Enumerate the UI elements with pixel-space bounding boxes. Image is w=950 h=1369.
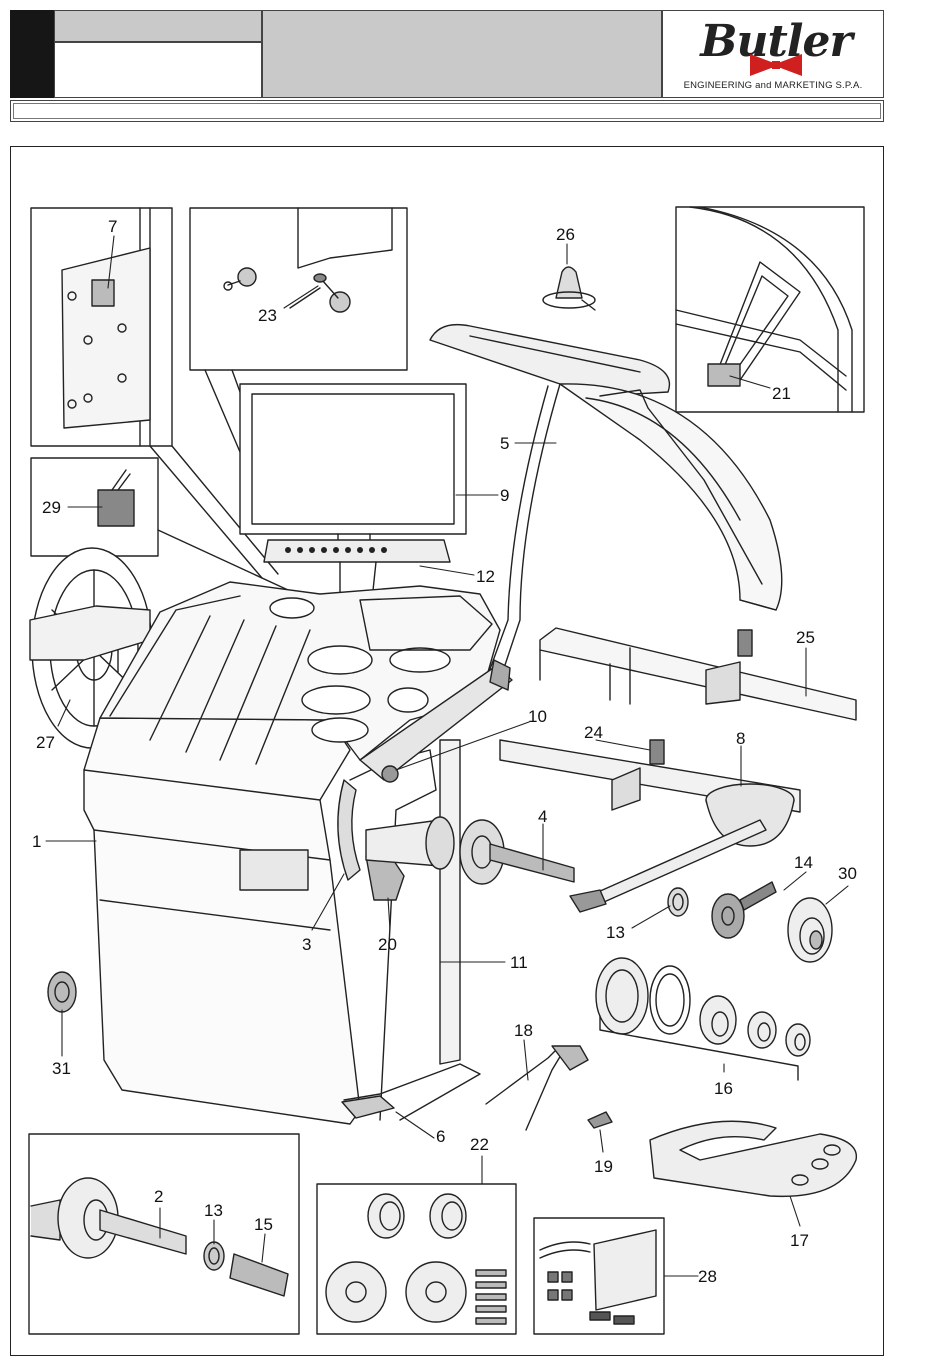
part-19: [588, 1112, 612, 1128]
part-11-column: [344, 740, 480, 1120]
callout-12: 12: [476, 567, 495, 586]
part-13-ring: [668, 888, 688, 916]
callout-18: 18: [514, 1021, 533, 1040]
part-16-cones: [596, 958, 810, 1080]
callout-27: 27: [36, 733, 55, 752]
callout-5: 5: [500, 434, 509, 453]
callout-3: 3: [302, 935, 311, 954]
part-14-quick-nut: [712, 882, 776, 938]
part-17-plate: [650, 1121, 856, 1196]
callout-17: 17: [790, 1231, 809, 1250]
callout-19: 19: [594, 1157, 613, 1176]
part-26: [543, 267, 595, 310]
callout-1: 1: [32, 832, 41, 851]
inset-connector: [190, 208, 407, 370]
callout-13a: 13: [606, 923, 625, 942]
callout-21: 21: [772, 384, 791, 403]
callout-31: 31: [52, 1059, 71, 1078]
callout-10: 10: [528, 707, 547, 726]
inset-shaft-detail: [29, 1134, 299, 1334]
callout-20: 20: [378, 935, 397, 954]
callout-23: 23: [258, 306, 277, 325]
part-18-pliers: [486, 1046, 588, 1130]
callout-2: 2: [154, 1187, 163, 1206]
part-9-monitor: [240, 384, 466, 548]
callout-14: 14: [794, 853, 813, 872]
part-31-plug: [48, 972, 76, 1012]
callout-28: 28: [698, 1267, 717, 1286]
part-30-cone: [788, 898, 832, 962]
callout-26: 26: [556, 225, 575, 244]
callout-16: 16: [714, 1079, 733, 1098]
callout-29: 29: [42, 498, 61, 517]
callout-4: 4: [538, 807, 547, 826]
callout-25: 25: [796, 628, 815, 647]
callout-24: 24: [584, 723, 603, 742]
callout-8: 8: [736, 729, 745, 748]
inset-electronics: [534, 1218, 664, 1334]
callout-15: 15: [254, 1215, 273, 1234]
callout-7: 7: [108, 217, 117, 236]
callout-9: 9: [500, 486, 509, 505]
inset-guard-hinge: [676, 207, 864, 412]
callout-11: 11: [510, 953, 528, 972]
inset-power-panel: [31, 208, 172, 446]
callout-22: 22: [470, 1135, 489, 1154]
callout-30: 30: [838, 864, 857, 883]
callout-6: 6: [436, 1127, 445, 1146]
inset-flanges: [317, 1184, 516, 1334]
part-8-measuring-arm: [500, 740, 800, 912]
callout-13b: 13: [204, 1201, 223, 1220]
